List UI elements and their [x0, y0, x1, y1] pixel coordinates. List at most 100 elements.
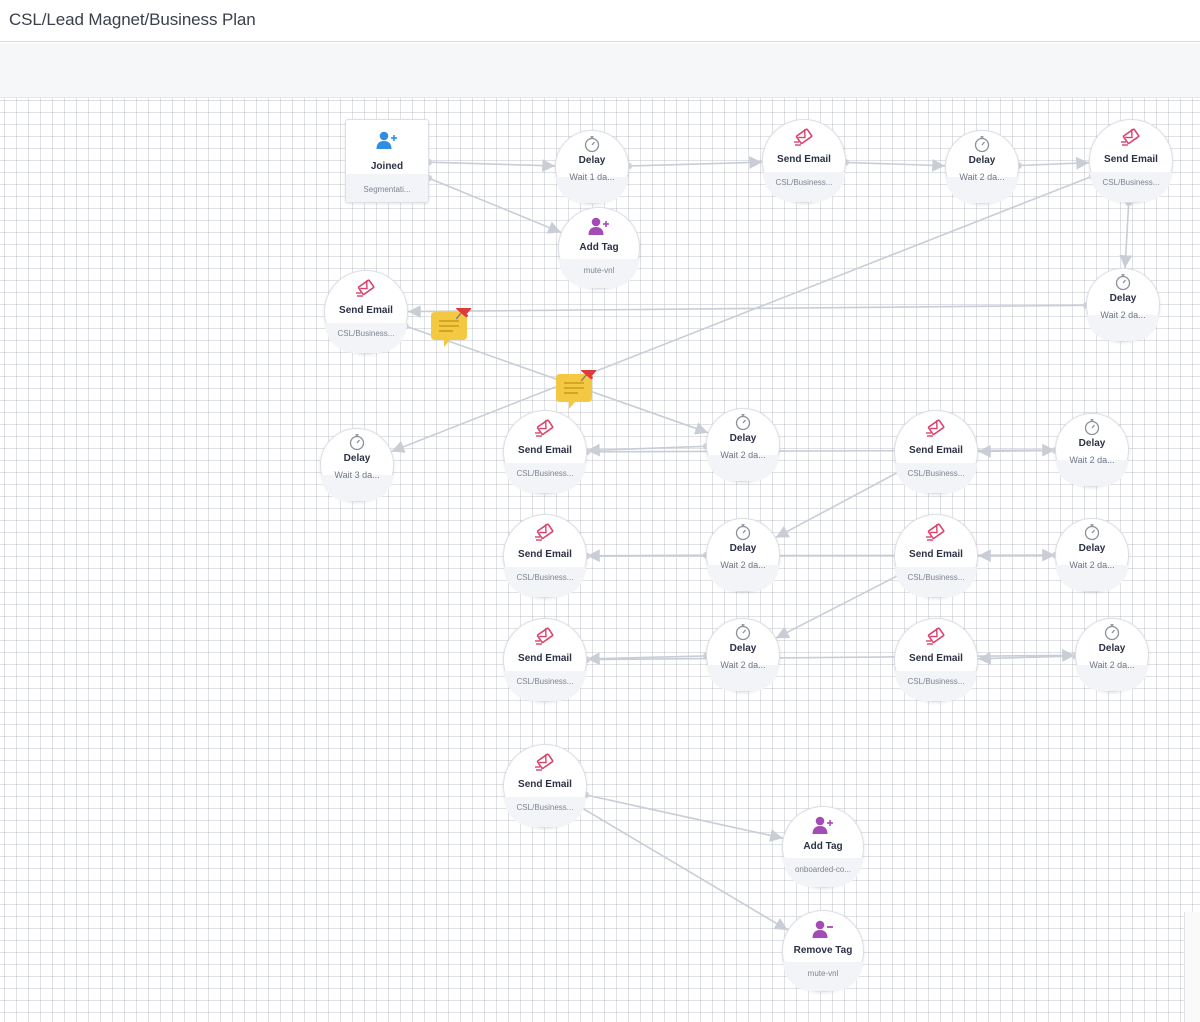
node-footer	[895, 671, 977, 701]
node-subtitle: Wait 1 da...	[569, 172, 615, 182]
stopwatch-icon	[1076, 623, 1148, 646]
email-icon	[504, 523, 586, 546]
user-minus-icon	[783, 919, 863, 944]
node-title: Send Email	[777, 154, 831, 165]
node-subtitle: Wait 2 da...	[720, 450, 766, 460]
node-footer	[1076, 665, 1148, 691]
node-subtitle: CSL/Business...	[775, 178, 833, 187]
node-subtitle: mute-vnl	[807, 969, 839, 978]
stopwatch-icon	[321, 433, 393, 456]
connection-line	[586, 443, 707, 457]
node-subtitle: Wait 2 da...	[959, 172, 1005, 182]
stopwatch-icon	[707, 413, 779, 436]
node-footer	[346, 174, 428, 202]
email-icon	[1090, 128, 1172, 151]
sticky-note-icon[interactable]	[428, 302, 472, 347]
node-footer	[895, 567, 977, 597]
toolbar	[0, 43, 1200, 98]
node-title: Delay	[1078, 438, 1106, 449]
node-title: Send Email	[518, 549, 572, 560]
node-subtitle: Wait 2 da...	[720, 660, 766, 670]
node-title: Send Email	[518, 653, 572, 664]
connection-line	[586, 649, 1076, 662]
node-subtitle: Segmentati...	[363, 185, 411, 194]
node-footer	[504, 797, 586, 827]
node-footer	[504, 671, 586, 701]
node-footer	[707, 665, 779, 691]
connection-line	[580, 806, 789, 931]
node-footer	[1056, 565, 1128, 591]
node-title: Send Email	[1104, 154, 1158, 165]
connection-lines	[391, 156, 1133, 931]
node-title: Delay	[729, 433, 757, 444]
stopwatch-icon	[1087, 273, 1159, 296]
connection-line	[391, 175, 1093, 453]
node-footer	[783, 858, 863, 887]
stopwatch-icon	[556, 135, 628, 158]
node-title: Delay	[729, 543, 757, 554]
node-title: Delay	[968, 155, 996, 166]
remove-tag-node[interactable]: Remove Tag mute-vnl	[782, 910, 864, 992]
node-title: Delay	[1109, 293, 1137, 304]
node-title: Remove Tag	[793, 945, 853, 956]
node-title: Add Tag	[803, 841, 843, 852]
node-title: Delay	[729, 643, 757, 654]
node-title: Send Email	[909, 549, 963, 560]
stopwatch-icon	[1056, 418, 1128, 441]
vertical-scrollbar[interactable]	[1184, 912, 1200, 1022]
node-title: Delay	[1098, 643, 1126, 654]
node-subtitle: CSL/Business...	[907, 573, 965, 582]
stopwatch-icon	[1056, 523, 1128, 546]
node-title: Send Email	[909, 653, 963, 664]
node-subtitle: Wait 2 da...	[1089, 660, 1135, 670]
node-subtitle: CSL/Business...	[907, 469, 965, 478]
connection-line	[628, 156, 763, 169]
email-icon	[504, 419, 586, 442]
node-title: Joined	[370, 161, 404, 172]
connection-line	[407, 304, 1087, 318]
email-icon	[504, 627, 586, 650]
connection-line	[585, 794, 784, 842]
connection-line	[1119, 202, 1133, 269]
header-bar: CSL/Lead Magnet/Business Plan	[0, 0, 1200, 42]
email-icon	[895, 627, 977, 650]
connection-line	[775, 471, 900, 539]
node-title: Send Email	[339, 305, 393, 316]
email-icon	[504, 753, 586, 776]
connection-line	[428, 177, 562, 234]
stopwatch-icon	[707, 623, 779, 646]
node-title: Delay	[1078, 543, 1106, 554]
node-subtitle: Wait 2 da...	[720, 560, 766, 570]
node-footer	[783, 962, 863, 991]
node-footer	[325, 323, 407, 353]
node-subtitle: CSL/Business...	[1102, 178, 1160, 187]
sticky-note-icon[interactable]	[553, 364, 597, 409]
node-subtitle: CSL/Business...	[516, 803, 574, 812]
node-subtitle: CSL/Business...	[516, 573, 574, 582]
connection-line	[977, 444, 1056, 458]
